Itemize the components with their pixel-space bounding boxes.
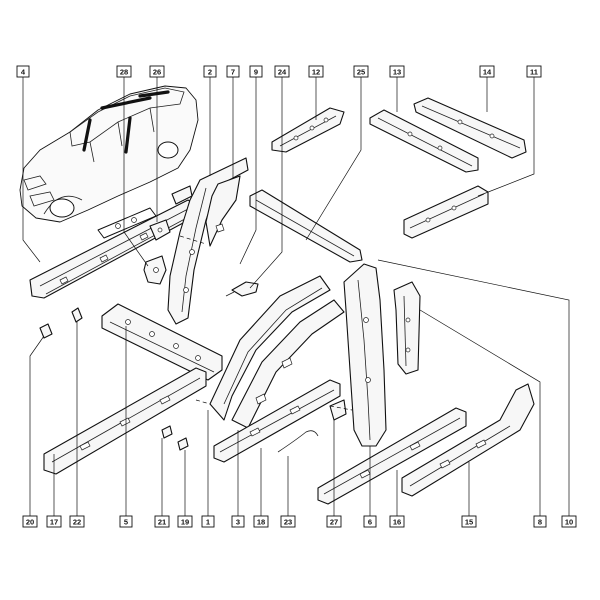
part-28-bracket [143, 255, 167, 285]
part-13-roof-rail [369, 109, 479, 173]
callout-16: 16 [389, 515, 405, 528]
part-23-strap [277, 430, 319, 453]
callout-20: 20 [22, 515, 38, 528]
callout-6: 6 [363, 515, 377, 528]
part-2-a-pillar-outer [167, 157, 249, 325]
svg-text:13: 13 [393, 68, 401, 77]
part-5-floor-panel [101, 303, 223, 381]
svg-text:21: 21 [158, 518, 166, 527]
svg-text:12: 12 [312, 68, 320, 77]
svg-text:28: 28 [120, 68, 128, 77]
callout-22: 22 [69, 515, 85, 528]
callout-4: 4 [16, 65, 30, 78]
callout-26: 26 [149, 65, 165, 78]
svg-text:14: 14 [483, 68, 492, 77]
svg-text:25: 25 [357, 68, 365, 77]
svg-text:19: 19 [181, 518, 189, 527]
svg-text:2: 2 [208, 68, 212, 77]
part-20-clip [39, 323, 53, 339]
callout-27: 27 [326, 515, 342, 528]
callout-10: 10 [561, 515, 577, 528]
part-11-crossmember [403, 185, 489, 239]
part-21-fastener [161, 425, 173, 439]
callout-15: 15 [461, 515, 477, 528]
svg-text:27: 27 [330, 518, 338, 527]
part-7-a-pillar-inner [205, 175, 241, 247]
callout-7: 7 [226, 65, 240, 78]
part-12-roof-bow [271, 107, 345, 153]
svg-text:6: 6 [368, 518, 372, 527]
leader-lines [22, 76, 570, 520]
part-18-sill-inner [213, 379, 341, 463]
callout-13: 13 [389, 65, 405, 78]
svg-text:11: 11 [530, 68, 538, 77]
svg-text:23: 23 [284, 518, 292, 527]
part-3-b-pillar-inner [231, 299, 345, 429]
part-14-roof-rail-rear [413, 97, 527, 159]
svg-text:10: 10 [565, 518, 573, 527]
callout-3: 3 [231, 515, 245, 528]
callout-23: 23 [280, 515, 296, 528]
svg-text:16: 16 [393, 518, 401, 527]
part-27-bracket [329, 399, 347, 421]
callout-1: 1 [201, 515, 215, 528]
part-8-rear-bracket [393, 281, 421, 375]
svg-text:17: 17 [50, 518, 58, 527]
part-19-fastener [177, 437, 189, 451]
svg-text:20: 20 [26, 518, 34, 527]
part-22-clip [71, 307, 83, 323]
callout-8: 8 [533, 515, 547, 528]
svg-text:22: 22 [73, 518, 81, 527]
callout-19: 19 [177, 515, 193, 528]
callout-18: 18 [253, 515, 269, 528]
callout-17: 17 [46, 515, 62, 528]
svg-text:8: 8 [538, 518, 542, 527]
callout-25: 25 [353, 65, 369, 78]
svg-text:3: 3 [236, 518, 240, 527]
part-16-rear-sill [317, 407, 467, 505]
svg-text:24: 24 [278, 68, 287, 77]
callout-5: 5 [119, 515, 133, 528]
callout-24: 24 [274, 65, 290, 78]
svg-text:15: 15 [465, 518, 473, 527]
callout-11: 11 [526, 65, 542, 78]
part-25-windscreen-crossmember [249, 189, 363, 263]
svg-text:18: 18 [257, 518, 265, 527]
svg-text:7: 7 [231, 68, 235, 77]
part-1-b-pillar-outer [209, 275, 331, 421]
callout-21: 21 [154, 515, 170, 528]
part-24-hook [225, 281, 259, 297]
svg-text:1: 1 [206, 518, 210, 527]
svg-text:5: 5 [124, 518, 128, 527]
callout-14: 14 [479, 65, 495, 78]
part-15-wheelarch [401, 383, 535, 497]
part-17-sill [43, 367, 207, 475]
svg-text:26: 26 [153, 68, 161, 77]
callout-2: 2 [203, 65, 217, 78]
callout-9: 9 [249, 65, 263, 78]
svg-text:4: 4 [21, 68, 26, 77]
callout-12: 12 [308, 65, 324, 78]
reference-car-illustration [19, 85, 199, 223]
part-6-c-pillar [343, 263, 387, 447]
callout-28: 28 [116, 65, 132, 78]
svg-text:9: 9 [254, 68, 258, 77]
